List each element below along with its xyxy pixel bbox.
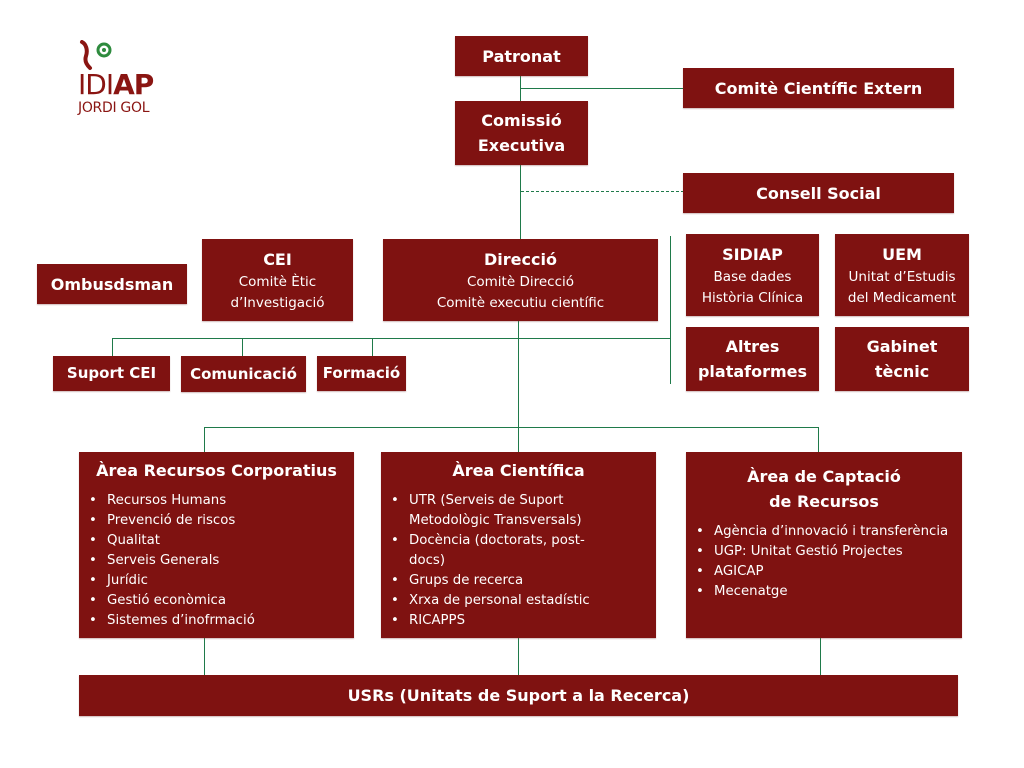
connector-suport-cei: [112, 338, 113, 356]
logo-idi-text: IDI: [78, 68, 114, 101]
connector-area-3: [818, 427, 819, 453]
area-1-title: Àrea Recursos Corporatius: [96, 461, 337, 480]
list-item: UTR (Serveis de Suport Metodològic Trans…: [391, 491, 616, 531]
ombudsman-box[interactable]: Ombusdsman: [37, 264, 187, 304]
uem-title: UEM: [882, 244, 922, 264]
comunicacio-box[interactable]: Comunicació: [181, 356, 306, 392]
ombudsman-label: Ombusdsman: [50, 274, 174, 294]
altres-plataformes-box[interactable]: Altres plataformes: [686, 327, 819, 391]
area-2-list: UTR (Serveis de Suport Metodològic Trans…: [381, 491, 656, 631]
gabinet-tecnic-label-2: tècnic: [874, 362, 930, 381]
connector-usr-2: [518, 637, 519, 676]
connector-area-1: [204, 427, 205, 453]
formacio-box[interactable]: Formació: [317, 356, 406, 391]
idiap-logo: IDIAP JORDI GOL: [78, 40, 178, 120]
cei-line-1: Comitè Ètic: [238, 273, 317, 290]
comissio-executiva-label-2: Executiva: [477, 136, 566, 155]
consell-social-box[interactable]: Consell Social: [683, 173, 954, 213]
suport-cei-box[interactable]: Suport CEI: [53, 356, 170, 391]
sidiap-box[interactable]: SIDIAP Base dades Història Clínica: [686, 234, 819, 316]
area-3-title-2: de Recursos: [769, 492, 879, 511]
area-captacio-recursos-box[interactable]: Àrea de Captació de Recursos Agència d’i…: [686, 452, 962, 638]
connector-comunicacio: [242, 338, 243, 356]
list-item: Grups de recerca: [391, 571, 616, 591]
direccio-line-2: Comitè executiu científic: [436, 294, 605, 311]
connector-consell-social: [521, 191, 684, 192]
direccio-title: Direcció: [484, 249, 557, 269]
sidiap-line-1: Base dades: [713, 268, 792, 285]
comissio-executiva-box[interactable]: Comissió Executiva: [455, 101, 588, 165]
comite-cientific-extern-label: Comitè Científic Extern: [714, 78, 923, 98]
sidiap-line-2: Història Clínica: [701, 289, 804, 306]
connector-comite-extern: [520, 88, 684, 89]
list-item: Qualitat: [89, 531, 354, 551]
connector-spine-mid: [520, 164, 521, 240]
list-item: Gestió econòmica: [89, 591, 354, 611]
connector-platforms-vertical: [670, 236, 671, 384]
gabinet-tecnic-box[interactable]: Gabinet tècnic: [835, 327, 969, 391]
comunicacio-label: Comunicació: [190, 364, 297, 383]
list-item: Recursos Humans: [89, 491, 354, 511]
connector-areas-horizontal: [204, 427, 819, 428]
connector-usr-1: [204, 637, 205, 676]
list-item: Jurídic: [89, 571, 354, 591]
cei-line-2: d’Investigació: [230, 294, 325, 311]
area-3-title-1: Àrea de Captació: [747, 467, 901, 486]
area-1-list: Recursos Humans Prevenció de riscos Qual…: [79, 491, 354, 631]
uem-box[interactable]: UEM Unitat d’Estudis del Medicament: [835, 234, 969, 316]
altres-plataformes-label-2: plataformes: [697, 362, 808, 381]
patronat-label: Patronat: [482, 46, 561, 66]
direccio-line-1: Comitè Direcció: [466, 273, 575, 290]
cei-box[interactable]: CEI Comitè Ètic d’Investigació: [202, 239, 353, 321]
list-item: Docència (doctorats, post-docs): [391, 531, 616, 571]
sidiap-title: SIDIAP: [722, 244, 783, 264]
direccio-box[interactable]: Direcció Comitè Direcció Comitè executiu…: [383, 239, 658, 321]
patronat-box[interactable]: Patronat: [455, 36, 588, 76]
connector-spine-top: [520, 76, 521, 102]
logo-mark-icon: [80, 40, 112, 70]
area-3-list: Agència d’innovació i transferència UGP:…: [686, 522, 962, 602]
area-cientifica-box[interactable]: Àrea Científica UTR (Serveis de Suport M…: [381, 452, 656, 638]
list-item: UGP: Unitat Gestió Projectes: [696, 542, 962, 562]
usrs-box[interactable]: USRs (Unitats de Suport a la Recerca): [79, 675, 958, 716]
usrs-label: USRs (Unitats de Suport a la Recerca): [347, 686, 690, 705]
area-2-title: Àrea Científica: [452, 461, 585, 480]
connector-support-horizontal: [112, 338, 671, 339]
formacio-label: Formació: [322, 364, 401, 382]
logo-ap-text: AP: [113, 68, 154, 101]
area-recursos-corporatius-box[interactable]: Àrea Recursos Corporatius Recursos Human…: [79, 452, 354, 638]
list-item: Sistemes d’inofrmació: [89, 611, 354, 631]
consell-social-label: Consell Social: [756, 183, 881, 203]
gabinet-tecnic-label-1: Gabinet: [866, 337, 938, 356]
connector-spine-lower: [518, 320, 519, 453]
altres-plataformes-label-1: Altres: [725, 337, 780, 356]
list-item: Xrxa de personal estadístic: [391, 591, 616, 611]
list-item: RICAPPS: [391, 611, 616, 631]
comite-cientific-extern-box[interactable]: Comitè Científic Extern: [683, 68, 954, 108]
list-item: Agència d’innovació i transferència: [696, 522, 962, 542]
cei-title: CEI: [263, 249, 292, 269]
uem-line-1: Unitat d’Estudis: [848, 268, 956, 285]
connector-usr-3: [820, 637, 821, 676]
logo-subtitle: JORDI GOL: [78, 100, 150, 116]
comissio-executiva-label-1: Comissió: [481, 111, 562, 130]
suport-cei-label: Suport CEI: [66, 364, 157, 382]
list-item: Serveis Generals: [89, 551, 354, 571]
uem-line-2: del Medicament: [847, 289, 957, 306]
connector-formacio: [372, 338, 373, 356]
list-item: Mecenatge: [696, 582, 962, 602]
list-item: Prevenció de riscos: [89, 511, 354, 531]
list-item: AGICAP: [696, 562, 962, 582]
